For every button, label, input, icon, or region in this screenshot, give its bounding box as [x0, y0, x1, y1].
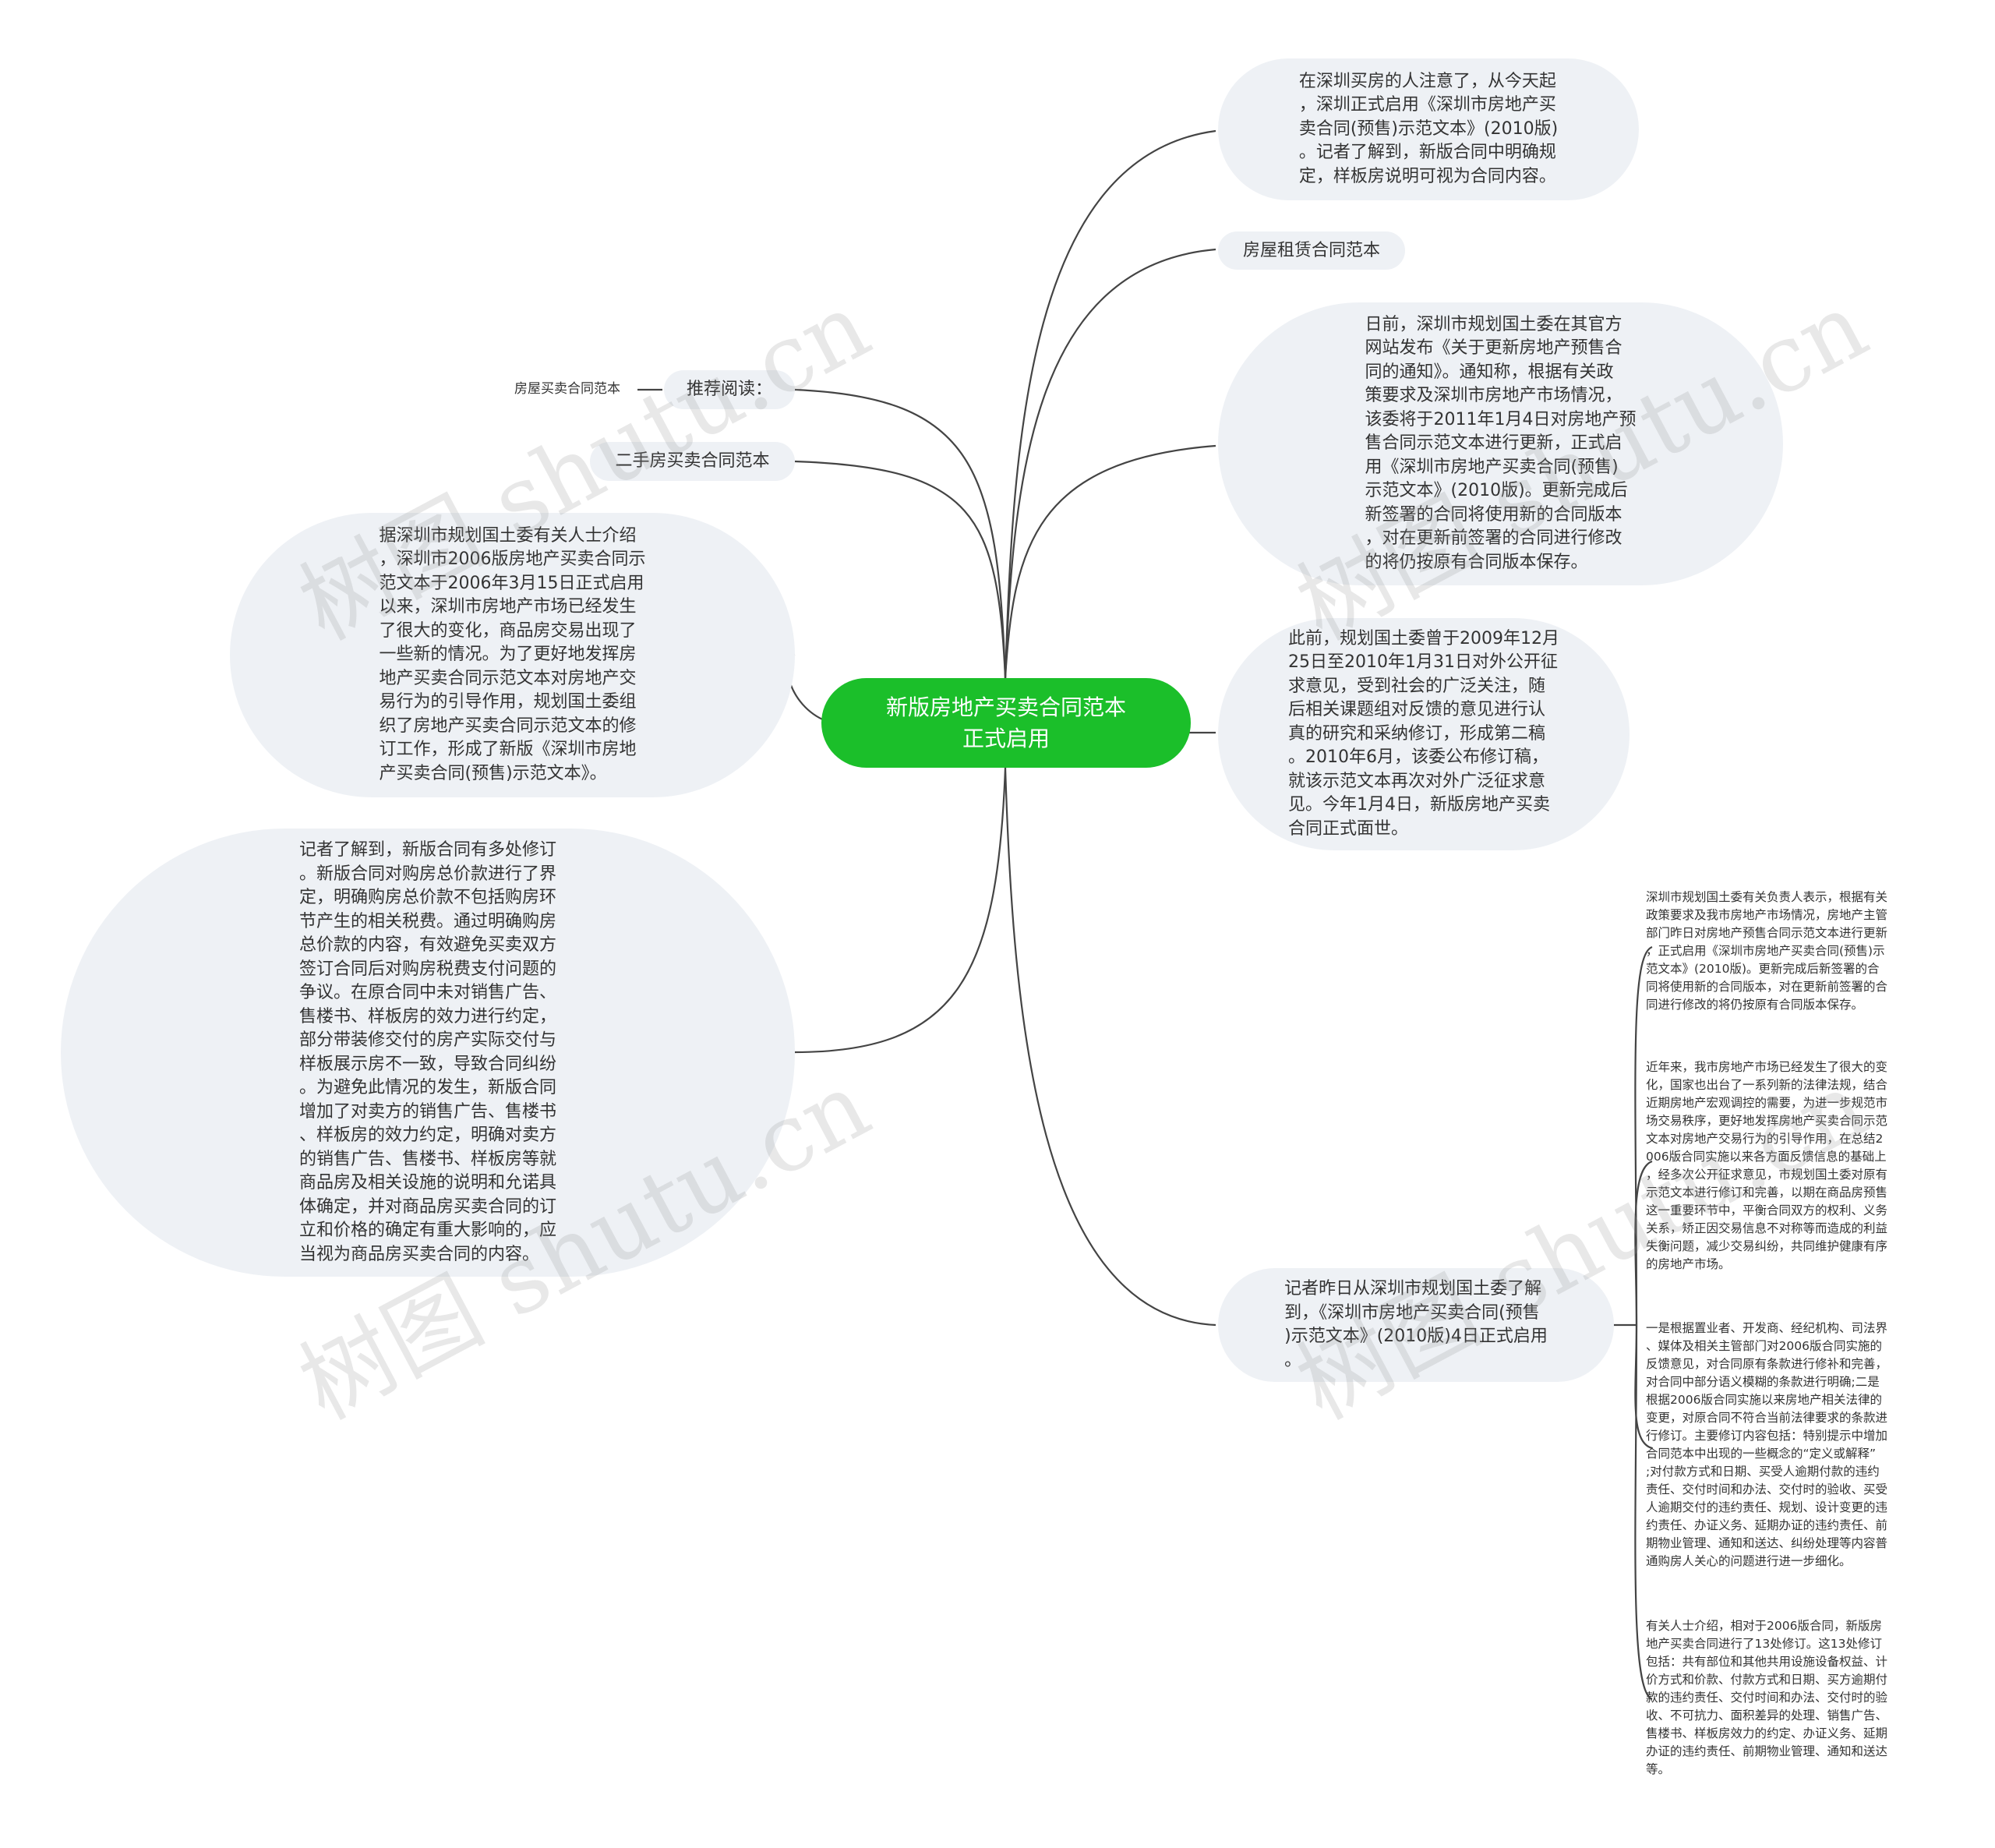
detail-leaf-4: 有关人士介绍，相对于2006版合同，新版房 地产买卖合同进行了13处修订。这13…	[1646, 1619, 1888, 1776]
root-title: 新版房地产买卖合同范本 正式启用	[885, 694, 1126, 751]
recommend-child-link[interactable]: 房屋买卖合同范本	[514, 381, 620, 397]
right-node-5-text: 记者昨日从深圳市规划国土委了解 到，《深圳市房地产买卖合同(预售 )示范文本》(…	[1284, 1279, 1548, 1370]
left-node-intro[interactable]: 据深圳市规划国土委有关人士介绍 ，深圳市2006版房地产买卖合同示 范文本于20…	[230, 513, 795, 797]
link-root-left-2	[794, 460, 1007, 679]
left-node-revisions[interactable]: 记者了解到，新版合同有多处修订 。新版合同对购房总价款进行了界 定，明确购房总价…	[61, 829, 795, 1277]
detail-leaf-2: 近年来，我市房地产市场已经发生了很大的变 化，国家也出台了一系列新的法律法规，结…	[1646, 1060, 1888, 1271]
right-node-2[interactable]: 房屋租赁合同范本	[1218, 231, 1405, 270]
link-root-right-3	[1004, 444, 1216, 679]
detail-leaf-3: 一是根据置业者、开发商、经纪机构、司法界 、媒体及相关主管部门对2006版合同实…	[1646, 1321, 1888, 1568]
right-node-2-text: 房屋租赁合同范本	[1242, 240, 1380, 260]
right-node-1[interactable]: 在深圳买房的人注意了，从今天起 ，深圳正式启用《深圳市房地产买 卖合同(预售)示…	[1218, 58, 1639, 200]
right-node-1-text: 在深圳买房的人注意了，从今天起 ，深圳正式启用《深圳市房地产买 卖合同(预售)示…	[1298, 71, 1559, 186]
left-node-recommend[interactable]: 推荐阅读：	[664, 370, 795, 409]
link-root-left-4	[794, 767, 1007, 1054]
right-node-4-text: 此前，规划国土委曾于2009年12月 25日至2010年1月31日对外公开征 求…	[1288, 628, 1559, 839]
left-node-secondhand-text: 二手房买卖合同范本	[615, 451, 770, 471]
left-node-intro-text: 据深圳市规划国土委有关人士介绍 ，深圳市2006版房地产买卖合同示 范文本于20…	[379, 525, 646, 783]
link-detail-2	[1634, 1160, 1653, 1326]
left-node-secondhand[interactable]: 二手房买卖合同范本	[590, 442, 795, 481]
link-detail-4	[1634, 1324, 1653, 1701]
link-root-right-2	[1004, 248, 1216, 679]
root-node[interactable]: 新版房地产买卖合同范本 正式启用	[821, 678, 1191, 768]
link-root-left-1	[794, 388, 1007, 679]
link-root-right-5	[1004, 767, 1216, 1327]
detail-leaf-1: 深圳市规划国土委有关负责人表示，根据有关 政策要求及我市房地产市场情况，房地产主…	[1646, 890, 1888, 1012]
right-node-4[interactable]: 此前，规划国土委曾于2009年12月 25日至2010年1月31日对外公开征 求…	[1218, 618, 1630, 850]
left-node-revisions-text: 记者了解到，新版合同有多处修订 。新版合同对购房总价款进行了界 定，明确购房总价…	[298, 840, 556, 1264]
left-node-recommend-text: 推荐阅读：	[686, 380, 772, 399]
right-node-5[interactable]: 记者昨日从深圳市规划国土委了解 到，《深圳市房地产买卖合同(预售 )示范文本》(…	[1218, 1268, 1614, 1382]
link-root-right-1	[1004, 129, 1216, 679]
right-node-3-text: 日前，深圳市规划国土委在其官方 网站发布《关于更新房地产预售合 同的通知》。通知…	[1365, 314, 1637, 572]
right-node-3[interactable]: 日前，深圳市规划国土委在其官方 网站发布《关于更新房地产预售合 同的通知》。通知…	[1218, 302, 1783, 585]
